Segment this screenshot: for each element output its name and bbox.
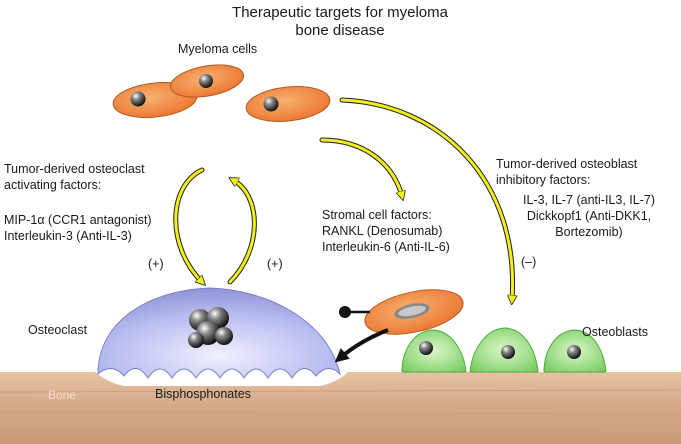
- rankl-ligand-icon: [339, 306, 351, 318]
- resorption-pit: [95, 372, 348, 386]
- bone-label: Bone: [48, 388, 77, 402]
- stromal-cell: [364, 289, 464, 335]
- osteoblast-cells: [401, 327, 607, 373]
- myeloma-cells: [112, 64, 331, 122]
- myeloma-cells-label: Myeloma cells: [178, 42, 258, 56]
- osteoblast-factors-heading-1: Tumor-derived osteoblast: [496, 157, 638, 171]
- title-line-2: bone disease: [295, 22, 385, 39]
- stromal-factors-heading: Stromal cell factors:: [322, 208, 432, 222]
- plus-sign-right: (+): [267, 257, 283, 271]
- osteoclast-factors-heading-1: Tumor-derived osteoclast: [4, 162, 145, 176]
- minus-sign: (–): [521, 255, 537, 269]
- osteoclast-factors-heading-2: activating factors:: [4, 178, 102, 192]
- osteoclast-factor-il3: Interleukin-3 (Anti-IL-3): [4, 229, 132, 243]
- bone-band: [0, 372, 681, 444]
- yellow-arrows: [173, 97, 513, 300]
- osteoblasts-label: Osteoblasts: [582, 325, 649, 339]
- stromal-to-osteoclast-arrow: [334, 328, 389, 363]
- osteoblast-factor-il3-il7: IL-3, IL-7 (anti-IL3, IL-7): [522, 193, 655, 207]
- stromal-factor-il6: Interleukin-6 (Anti-IL-6): [322, 240, 450, 254]
- bisphosphonates-label: Bisphosphonates: [155, 387, 251, 401]
- osteoclast-label: Osteoclast: [28, 323, 88, 337]
- osteoclast-factor-mip1a: MIP-1α (CCR1 antagonist): [4, 213, 152, 227]
- stromal-factor-rankl: RANKL (Denosumab): [322, 224, 443, 238]
- osteoblast-factor-dkk1: Dickkopf1 (Anti-DKK1,: [526, 209, 652, 223]
- osteoblast-factors-heading-2: inhibitory factors:: [496, 173, 591, 187]
- osteoblast-factor-bortezomib: Bortezomib): [555, 225, 623, 239]
- title-line-1: Therapeutic targets for myeloma: [232, 4, 448, 21]
- plus-sign-left: (+): [148, 257, 164, 271]
- osteoclast-nuclei: [188, 307, 233, 348]
